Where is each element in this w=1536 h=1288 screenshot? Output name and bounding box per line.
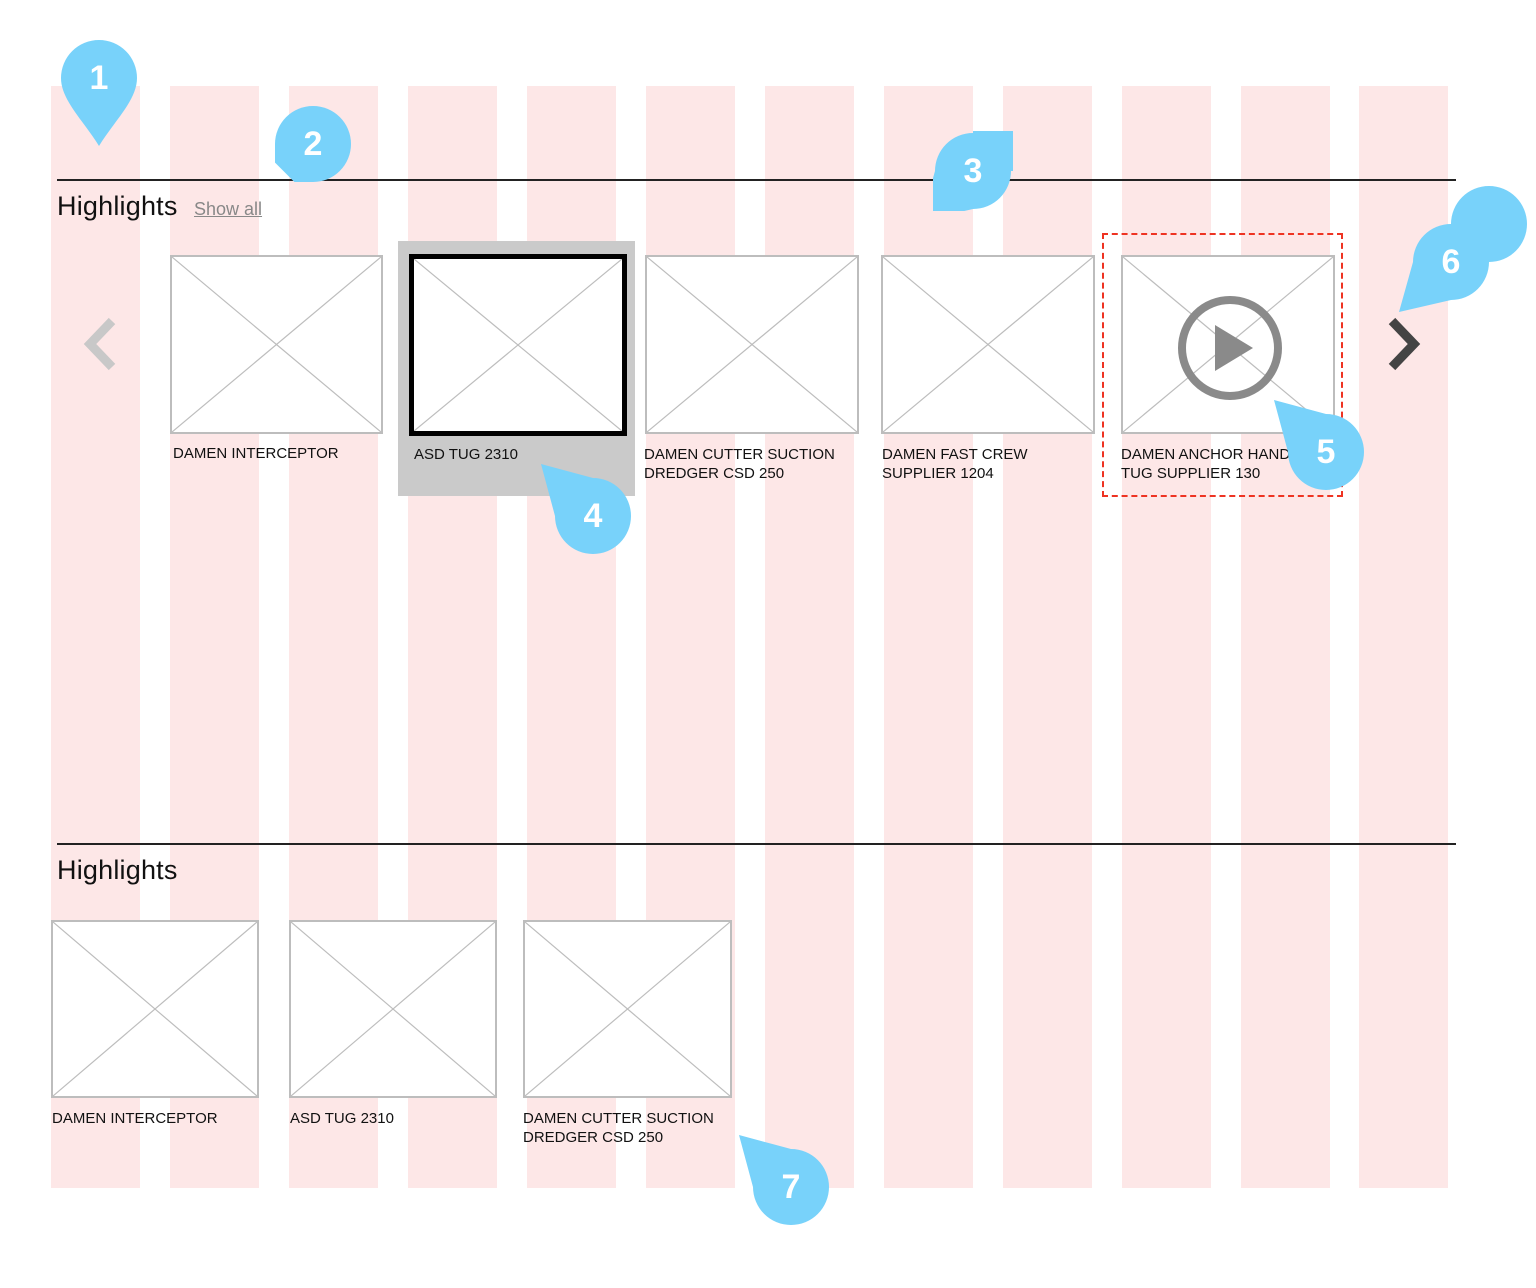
show-all-link[interactable]: Show all: [194, 199, 263, 219]
annotation-marker-6: 6: [1399, 186, 1527, 312]
annotation-marker-4: 4: [541, 464, 633, 556]
chevron-right-icon[interactable]: [1384, 315, 1424, 373]
card-caption: DAMEN FAST CREW SUPPLIER 1204: [882, 446, 1028, 482]
grid-column: [884, 86, 973, 1188]
placeholder-cross-icon: [53, 922, 257, 1096]
placeholder-cross-icon: [291, 922, 495, 1096]
image-placeholder[interactable]: [289, 920, 497, 1098]
section-heading: Highlights: [57, 191, 178, 221]
placeholder-cross-icon: [525, 922, 730, 1096]
marker-number: 2: [303, 124, 323, 163]
image-placeholder-selected[interactable]: [409, 254, 627, 436]
image-placeholder[interactable]: [881, 255, 1095, 434]
card-caption: ASD TUG 2310: [414, 446, 518, 463]
pin-icon: [541, 464, 631, 554]
placeholder-cross-icon: [883, 257, 1093, 432]
pin-icon: [933, 131, 1013, 211]
image-placeholder[interactable]: [645, 255, 859, 434]
card-caption: DAMEN CUTTER SUCTION DREDGER CSD 250: [523, 1110, 714, 1146]
card-caption: DAMEN INTERCEPTOR: [52, 1110, 218, 1127]
marker-number: 5: [1316, 432, 1336, 471]
pin-icon: [275, 106, 351, 182]
card-caption: DAMEN INTERCEPTOR: [173, 445, 339, 462]
section-heading: Highlights: [57, 855, 178, 885]
placeholder-cross-icon: [172, 257, 381, 432]
image-placeholder[interactable]: [523, 920, 732, 1098]
image-placeholder[interactable]: [170, 255, 383, 434]
placeholder-cross-icon: [414, 259, 622, 431]
marker-number: 7: [781, 1167, 801, 1206]
grid-column: [765, 86, 854, 1188]
card-caption: ASD TUG 2310: [290, 1110, 394, 1127]
placeholder-cross-icon: [647, 257, 857, 432]
annotation-marker-1: 1: [59, 38, 139, 148]
annotation-marker-7: 7: [739, 1135, 831, 1227]
video-placeholder[interactable]: [1121, 255, 1335, 434]
marker-number: 3: [963, 151, 983, 190]
annotation-marker-3: 3: [933, 131, 1013, 211]
image-placeholder[interactable]: [51, 920, 259, 1098]
pin-icon: [739, 1135, 829, 1225]
section-divider: [57, 179, 1456, 181]
video-item-outline: [1102, 233, 1343, 497]
pin-icon: [1399, 186, 1527, 312]
marker-number: 4: [583, 496, 603, 535]
pin-icon: [61, 40, 137, 146]
card-caption: DAMEN ANCHOR HANDLING TUG SUPPLIER 130: [1121, 446, 1296, 482]
annotation-marker-2: 2: [273, 104, 353, 184]
marker-number: 1: [89, 58, 109, 97]
annotation-marker-5: 5: [1274, 400, 1366, 492]
chevron-left-icon[interactable]: [80, 315, 120, 373]
pin-icon: [1274, 400, 1364, 490]
section-divider: [57, 843, 1456, 845]
grid-column: [1003, 86, 1092, 1188]
marker-number: 6: [1441, 242, 1461, 281]
play-icon[interactable]: [1175, 293, 1285, 403]
card-caption: DAMEN CUTTER SUCTION DREDGER CSD 250: [644, 446, 835, 482]
